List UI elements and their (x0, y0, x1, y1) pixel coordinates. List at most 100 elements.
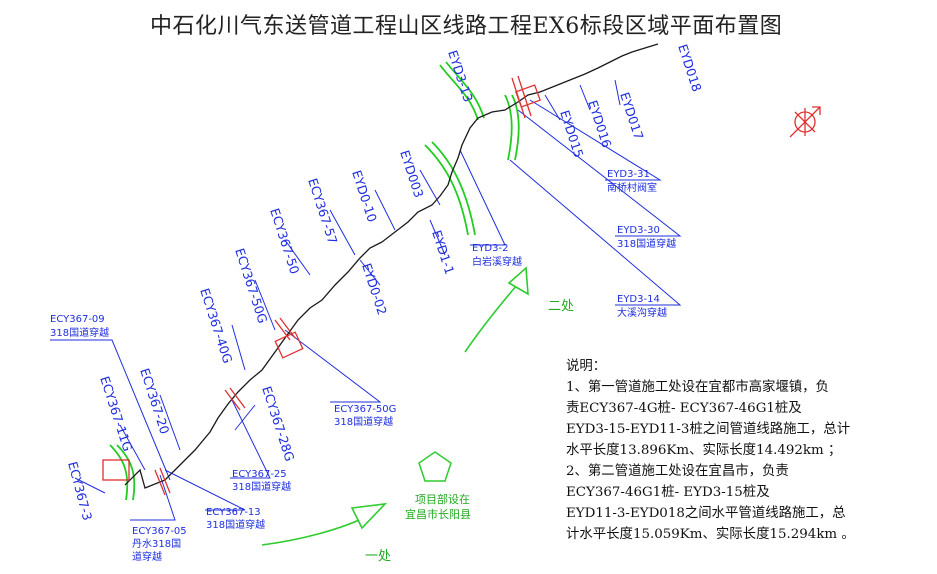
callout-desc: 道穿越 (132, 550, 162, 563)
crossing-markers (102, 75, 541, 496)
callout-desc: 318国道穿越 (334, 415, 393, 428)
callout-code: ECY367-09 (50, 314, 105, 325)
leader-eyd017 (614, 79, 621, 106)
section-one-arrowhead-icon (350, 502, 388, 530)
callout-desc: 丹水318国 (132, 538, 181, 550)
leader-05 (130, 474, 176, 521)
callout-desc: 318国道穿越 (617, 237, 676, 250)
leader-eyd0-02 (359, 259, 381, 286)
crossing-50g-lines (274, 317, 296, 341)
notes-line: EYD11-3-EYD018之间水平管道线路施工，总 (566, 506, 846, 521)
leader-ecy367-20 (159, 394, 181, 451)
callout-code: EYD3-14 (617, 294, 660, 305)
leader-ecy367-57 (329, 209, 356, 256)
compass-star-icon (794, 108, 816, 136)
leader-eyd0-10 (374, 189, 396, 231)
stake-label: EYD018 (675, 42, 704, 93)
leader-50g (284, 329, 382, 403)
callout-desc: 318国道穿越 (206, 518, 265, 531)
stake-label: ECY367-3 (65, 460, 95, 522)
crossing-50g-box (274, 331, 304, 359)
notes-panel: 说明： 1、第一管道施工处设在宜都市高家堰镇，负 责ECY367-4G桩- EC… (566, 356, 932, 545)
notes-line: 责ECY367-4G桩- ECY367-46G1桩及 (566, 401, 802, 416)
callout-desc: 大溪沟穿越 (617, 306, 667, 319)
river-baiyanxi (424, 144, 469, 236)
stake-label: ECY367-28G (259, 384, 297, 463)
section-two-arrow (464, 284, 518, 353)
callout-desc: 南桥村阀室 (607, 181, 657, 194)
section-one-arrow (261, 514, 371, 546)
callout-code: ECY367-25 (232, 469, 287, 480)
project-dept-line1: 项目部设在 (415, 492, 470, 506)
notes-line: 水平长度13.896Km、实际长度14.492km ； (566, 443, 842, 458)
stake-label: ECY367-50 (267, 206, 302, 276)
stake-label: ECY367-57 (305, 176, 340, 246)
river-danshui (109, 444, 129, 501)
stake-label: EYD016 (585, 98, 614, 149)
stake-label: EYD0-10 (349, 168, 380, 224)
river-danshui-b (116, 444, 136, 501)
leader-eyd3-2 (459, 149, 506, 246)
notes-line: 2、第二管道施工处设在宜昌市，负责 (566, 464, 789, 479)
section-two-label: 二处 (548, 299, 574, 314)
leader-eyd3-14 (509, 159, 682, 306)
stake-label: ECY367-50G (232, 246, 270, 325)
leader-25 (230, 399, 271, 479)
section-two-arrowhead-icon (507, 266, 529, 296)
notes-line: 1、第一管道施工处设在宜都市高家堰镇，负 (566, 380, 829, 395)
pipeline-route (124, 43, 659, 489)
callout-code: ECY367-13 (206, 507, 261, 518)
stake-label: ECY367-11G (97, 374, 135, 453)
leader-eyd015 (544, 94, 561, 121)
river-jiangxi (439, 64, 479, 121)
danshui-crossing-box (102, 459, 130, 481)
leader-09 (50, 339, 171, 481)
crossing-eyd3-30 (511, 75, 532, 119)
notes-line: 计水平长度15.059Km、实际长度15.294km 。 (566, 527, 855, 542)
callout-desc: 318国道穿越 (50, 326, 109, 339)
callout-code: ECY367-05 (132, 526, 187, 537)
callout-code: EYD3-30 (617, 225, 660, 236)
leader-lines (50, 79, 682, 521)
project-dept-line2: 宜昌市长阳县 (405, 507, 471, 521)
leader-eyd016 (579, 84, 591, 111)
callout-code: EYD3-2 (472, 243, 508, 254)
callout-desc: 318国道穿越 (232, 480, 291, 493)
leader-13 (164, 469, 246, 511)
leader-ecy367-3 (74, 477, 106, 494)
stake-label: EYD017 (617, 90, 646, 141)
river-crossings (109, 61, 520, 501)
leader-eyd3-30 (517, 109, 682, 237)
stake-label: EYD0-02 (359, 261, 390, 317)
leader-ecy367-11g (119, 424, 146, 471)
leader-ecy367-40g (231, 324, 246, 371)
section-one-label: 一处 (365, 549, 391, 564)
crossing-25 (224, 387, 246, 411)
river-baiyanxi-b (431, 141, 476, 236)
crossing-13 (154, 467, 171, 496)
callout-code: ECY367-50G (334, 404, 396, 415)
notes-line: ECY367-46G1桩- EYD3-15桩及 (566, 485, 770, 500)
page-title: 中石化川气东送管道工程山区线路工程EX6标段区域平面布置图 (150, 14, 783, 39)
callout-desc: 白岩溪穿越 (472, 255, 522, 268)
leader-ecy367-50 (284, 239, 311, 276)
stake-label: ECY367-20 (137, 366, 172, 436)
stake-label: EYD015 (557, 108, 586, 159)
notes-heading: 说明： (566, 359, 607, 374)
notes-line: EYD3-15-EYD11-3桩之间管道线路施工，总计 (566, 422, 851, 437)
leader-eyd3-31 (529, 99, 662, 181)
river-dengma-b (511, 94, 520, 161)
project-dept-icon (418, 451, 452, 482)
river-jiangxi-b (445, 61, 485, 119)
stake-label: EYD1-1 (429, 228, 457, 276)
leader-ecy367-50g (254, 279, 276, 331)
leader-ecy367-28g (234, 404, 256, 431)
callout-code: EYD3-31 (607, 169, 650, 180)
leader-eyd1-1 (429, 219, 446, 256)
section-arrows (261, 266, 529, 546)
river-dengma (504, 94, 513, 161)
stake-label: ECY367-40G (197, 286, 235, 365)
compass-icon (789, 106, 821, 138)
